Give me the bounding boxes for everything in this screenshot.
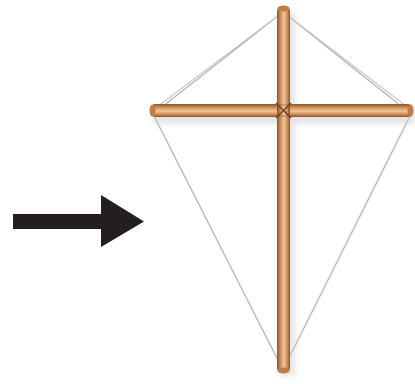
stick-binding — [276, 103, 291, 118]
right-arrow-icon — [13, 195, 144, 247]
vertical-stick — [277, 6, 290, 374]
